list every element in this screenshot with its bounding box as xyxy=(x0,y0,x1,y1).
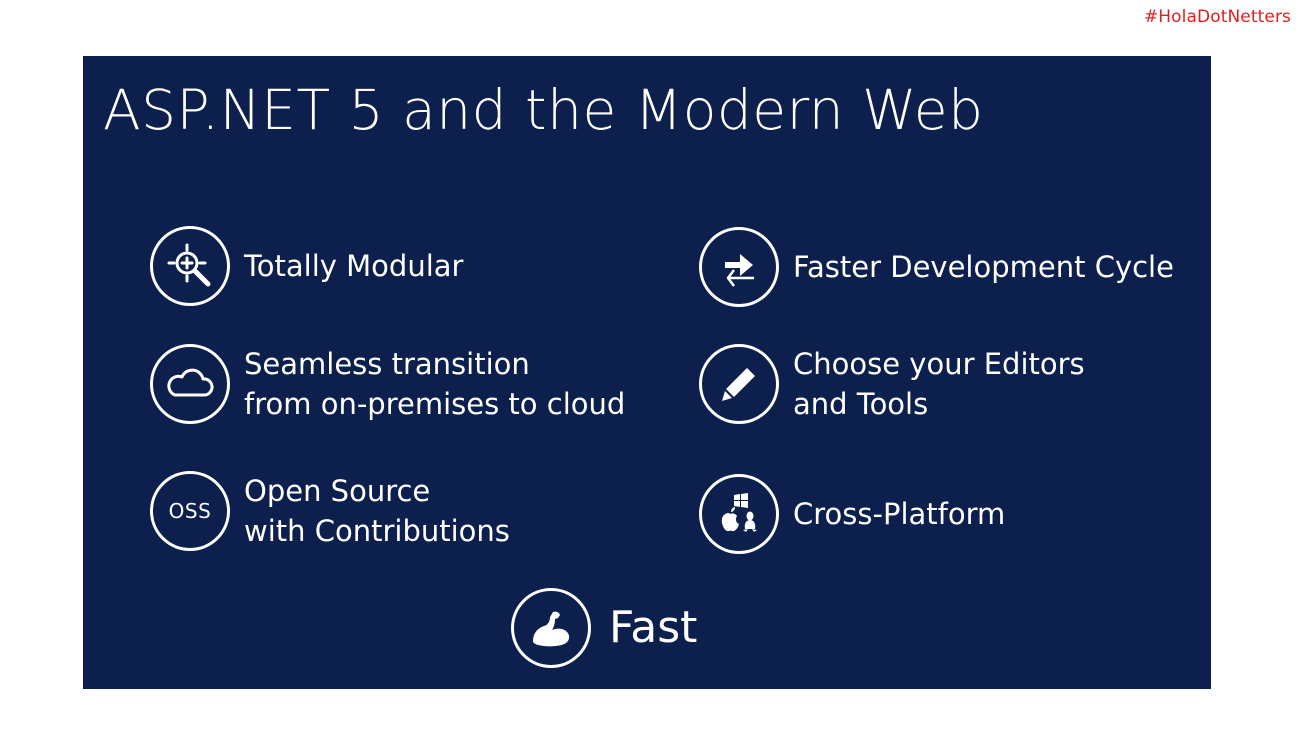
slide: ASP.NET 5 and the Modern Web Totally Mod… xyxy=(83,56,1211,689)
feature-faster-development-cycle: Faster Development Cycle xyxy=(699,227,1174,307)
feature-label: Choose your Editors and Tools xyxy=(793,347,1085,421)
flexed-arm-icon xyxy=(511,588,591,668)
feature-label: Seamless transition from on-premises to … xyxy=(244,347,626,421)
feature-label: Fast xyxy=(609,602,698,653)
feature-label: Open Source with Contributions xyxy=(244,474,510,548)
feature-label: Totally Modular xyxy=(244,249,464,283)
feature-totally-modular: Totally Modular xyxy=(150,226,463,306)
oss-badge-icon: OSS xyxy=(150,471,230,551)
platform-logos-icon xyxy=(699,474,779,554)
hashtag-label: #HolaDotNetters xyxy=(1143,7,1291,27)
target-magnifier-icon xyxy=(150,226,230,306)
feature-fast: Fast xyxy=(511,588,697,668)
arrows-cycle-icon xyxy=(699,227,779,307)
cloud-icon xyxy=(150,344,230,424)
feature-choose-editors: Choose your Editors and Tools xyxy=(699,344,1085,424)
pencil-icon xyxy=(699,344,779,424)
feature-cross-platform: Cross-Platform xyxy=(699,474,1005,554)
feature-label: Faster Development Cycle xyxy=(793,250,1174,284)
feature-seamless-transition: Seamless transition from on-premises to … xyxy=(150,344,625,424)
feature-open-source: OSS Open Source with Contributions xyxy=(150,471,510,551)
feature-label: Cross-Platform xyxy=(793,497,1006,531)
slide-title: ASP.NET 5 and the Modern Web xyxy=(103,78,984,142)
